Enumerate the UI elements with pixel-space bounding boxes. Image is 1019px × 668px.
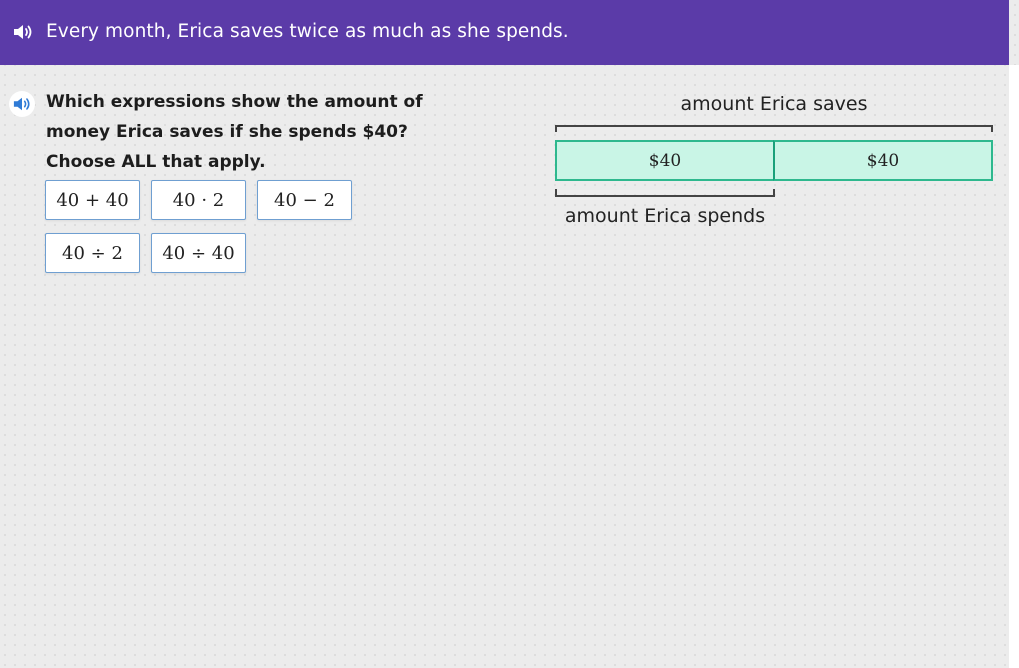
spends-label: amount Erica spends [564,205,766,227]
question-speaker-button[interactable] [9,91,35,117]
problem-header: Every month, Erica saves twice as much a… [0,0,1009,65]
right-edge-strip [1009,65,1019,668]
tape-segment: $40 [555,140,775,181]
spends-bracket [555,189,775,197]
saves-label: amount Erica saves [680,93,868,115]
choice-40-divided-by-2[interactable]: 40 ÷ 2 [45,233,140,273]
choice-40-plus-40[interactable]: 40 + 40 [45,180,140,220]
speaker-icon [13,97,30,111]
speaker-icon[interactable] [12,22,34,42]
tape-diagram: $40 $40 [555,140,993,181]
problem-statement: Every month, Erica saves twice as much a… [46,21,569,42]
choice-40-divided-by-40[interactable]: 40 ÷ 40 [151,233,246,273]
question-line: Which expressions show the amount of [46,92,423,112]
choice-40-times-2[interactable]: 40 · 2 [151,180,246,220]
question-instruction: Choose ALL that apply. [46,152,266,172]
choice-40-minus-2[interactable]: 40 − 2 [257,180,352,220]
tape-segment: $40 [773,140,993,181]
saves-bracket [555,125,993,132]
question-line: money Erica saves if she spends $40? [46,122,408,142]
question-text: Which expressions show the amount of mon… [46,87,466,177]
